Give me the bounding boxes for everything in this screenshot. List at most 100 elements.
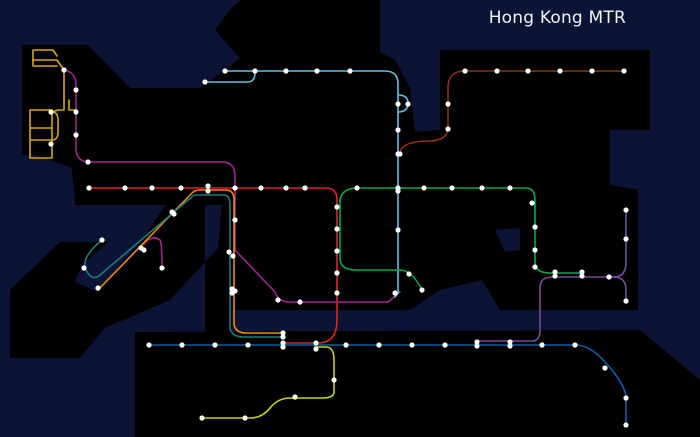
station-marker[interactable] xyxy=(532,224,538,230)
station-marker[interactable] xyxy=(232,217,238,223)
station-marker[interactable] xyxy=(405,101,411,107)
station-marker[interactable] xyxy=(81,265,87,271)
station-marker[interactable] xyxy=(442,342,448,348)
station-marker[interactable] xyxy=(532,264,538,270)
station-marker[interactable] xyxy=(525,68,531,74)
station-marker[interactable] xyxy=(334,204,340,210)
station-marker[interactable] xyxy=(73,132,79,138)
tseung-kwan-o-line[interactable] xyxy=(476,209,627,342)
station-marker[interactable] xyxy=(280,344,286,350)
station-marker[interactable] xyxy=(280,330,286,336)
east-rail-line[interactable] xyxy=(225,70,399,298)
station-marker[interactable] xyxy=(86,185,92,191)
station-marker[interactable] xyxy=(171,211,177,217)
station-marker[interactable] xyxy=(334,248,340,254)
station-marker[interactable] xyxy=(149,185,155,191)
station-marker[interactable] xyxy=(395,127,401,133)
station-marker[interactable] xyxy=(48,141,54,147)
station-marker[interactable] xyxy=(623,236,629,242)
station-marker[interactable] xyxy=(245,342,251,348)
island-line[interactable] xyxy=(148,344,627,426)
station-marker[interactable] xyxy=(507,343,513,349)
station-marker[interactable] xyxy=(579,269,585,275)
station-marker[interactable] xyxy=(602,365,608,371)
east-rail-line[interactable] xyxy=(204,71,256,83)
station-marker[interactable] xyxy=(334,226,340,232)
station-marker[interactable] xyxy=(623,298,629,304)
light-rail-line[interactable] xyxy=(32,49,65,71)
station-marker[interactable] xyxy=(313,340,319,346)
light-rail-line[interactable] xyxy=(29,127,53,141)
station-marker[interactable] xyxy=(48,109,54,115)
station-marker[interactable] xyxy=(589,68,595,74)
station-marker[interactable] xyxy=(146,342,152,348)
station-marker[interactable] xyxy=(343,342,349,348)
kwun-tong-line[interactable] xyxy=(339,187,581,274)
station-marker[interactable] xyxy=(621,68,627,74)
station-marker[interactable] xyxy=(297,299,303,305)
station-marker[interactable] xyxy=(623,422,629,428)
station-marker[interactable] xyxy=(539,342,545,348)
station-marker[interactable] xyxy=(275,297,281,303)
tseung-kwan-o-line[interactable] xyxy=(613,276,627,303)
station-marker[interactable] xyxy=(397,151,403,157)
light-rail-line[interactable] xyxy=(29,69,65,159)
station-marker[interactable] xyxy=(395,188,401,194)
station-marker[interactable] xyxy=(122,185,128,191)
station-marker[interactable] xyxy=(409,342,415,348)
south-island-line[interactable] xyxy=(201,346,335,419)
kwun-tong-line[interactable] xyxy=(339,199,423,291)
station-marker[interactable] xyxy=(347,68,353,74)
station-marker[interactable] xyxy=(258,185,264,191)
station-marker[interactable] xyxy=(202,79,208,85)
station-marker[interactable] xyxy=(205,188,211,194)
west-rail-line[interactable] xyxy=(142,237,163,269)
ma-on-shan-line[interactable] xyxy=(399,70,466,155)
station-marker[interactable] xyxy=(376,342,382,348)
station-marker[interactable] xyxy=(73,109,79,115)
tsuen-wan-line[interactable] xyxy=(88,187,338,344)
station-marker[interactable] xyxy=(141,247,147,253)
station-marker[interactable] xyxy=(474,343,480,349)
airport-express-line[interactable] xyxy=(83,194,284,338)
station-marker[interactable] xyxy=(292,394,298,400)
station-marker[interactable] xyxy=(232,185,238,191)
station-marker[interactable] xyxy=(222,68,228,74)
station-marker[interactable] xyxy=(280,334,286,340)
station-marker[interactable] xyxy=(283,68,289,74)
station-marker[interactable] xyxy=(313,346,319,352)
station-marker[interactable] xyxy=(419,287,425,293)
station-marker[interactable] xyxy=(229,286,235,292)
station-marker[interactable] xyxy=(179,342,185,348)
station-marker[interactable] xyxy=(178,185,184,191)
station-marker[interactable] xyxy=(331,377,337,383)
station-marker[interactable] xyxy=(507,339,513,345)
station-marker[interactable] xyxy=(199,415,205,421)
station-marker[interactable] xyxy=(474,339,480,345)
station-marker[interactable] xyxy=(229,290,235,296)
station-marker[interactable] xyxy=(95,285,101,291)
station-marker[interactable] xyxy=(334,270,340,276)
station-marker[interactable] xyxy=(395,101,401,107)
station-marker[interactable] xyxy=(395,227,401,233)
station-marker[interactable] xyxy=(462,68,468,74)
station-marker[interactable] xyxy=(494,68,500,74)
station-marker[interactable] xyxy=(572,342,578,348)
station-marker[interactable] xyxy=(226,249,232,255)
tung-chung-line[interactable] xyxy=(97,189,284,334)
station-marker[interactable] xyxy=(406,271,412,277)
light-rail-line[interactable] xyxy=(32,58,58,67)
station-marker[interactable] xyxy=(507,185,513,191)
station-marker[interactable] xyxy=(579,273,585,279)
station-marker[interactable] xyxy=(314,68,320,74)
station-marker[interactable] xyxy=(205,183,211,189)
station-marker[interactable] xyxy=(230,253,236,259)
station-marker[interactable] xyxy=(334,290,340,296)
station-marker[interactable] xyxy=(242,415,248,421)
station-marker[interactable] xyxy=(623,207,629,213)
station-marker[interactable] xyxy=(445,101,451,107)
station-marker[interactable] xyxy=(280,340,286,346)
station-marker[interactable] xyxy=(159,265,165,271)
station-marker[interactable] xyxy=(283,185,289,191)
